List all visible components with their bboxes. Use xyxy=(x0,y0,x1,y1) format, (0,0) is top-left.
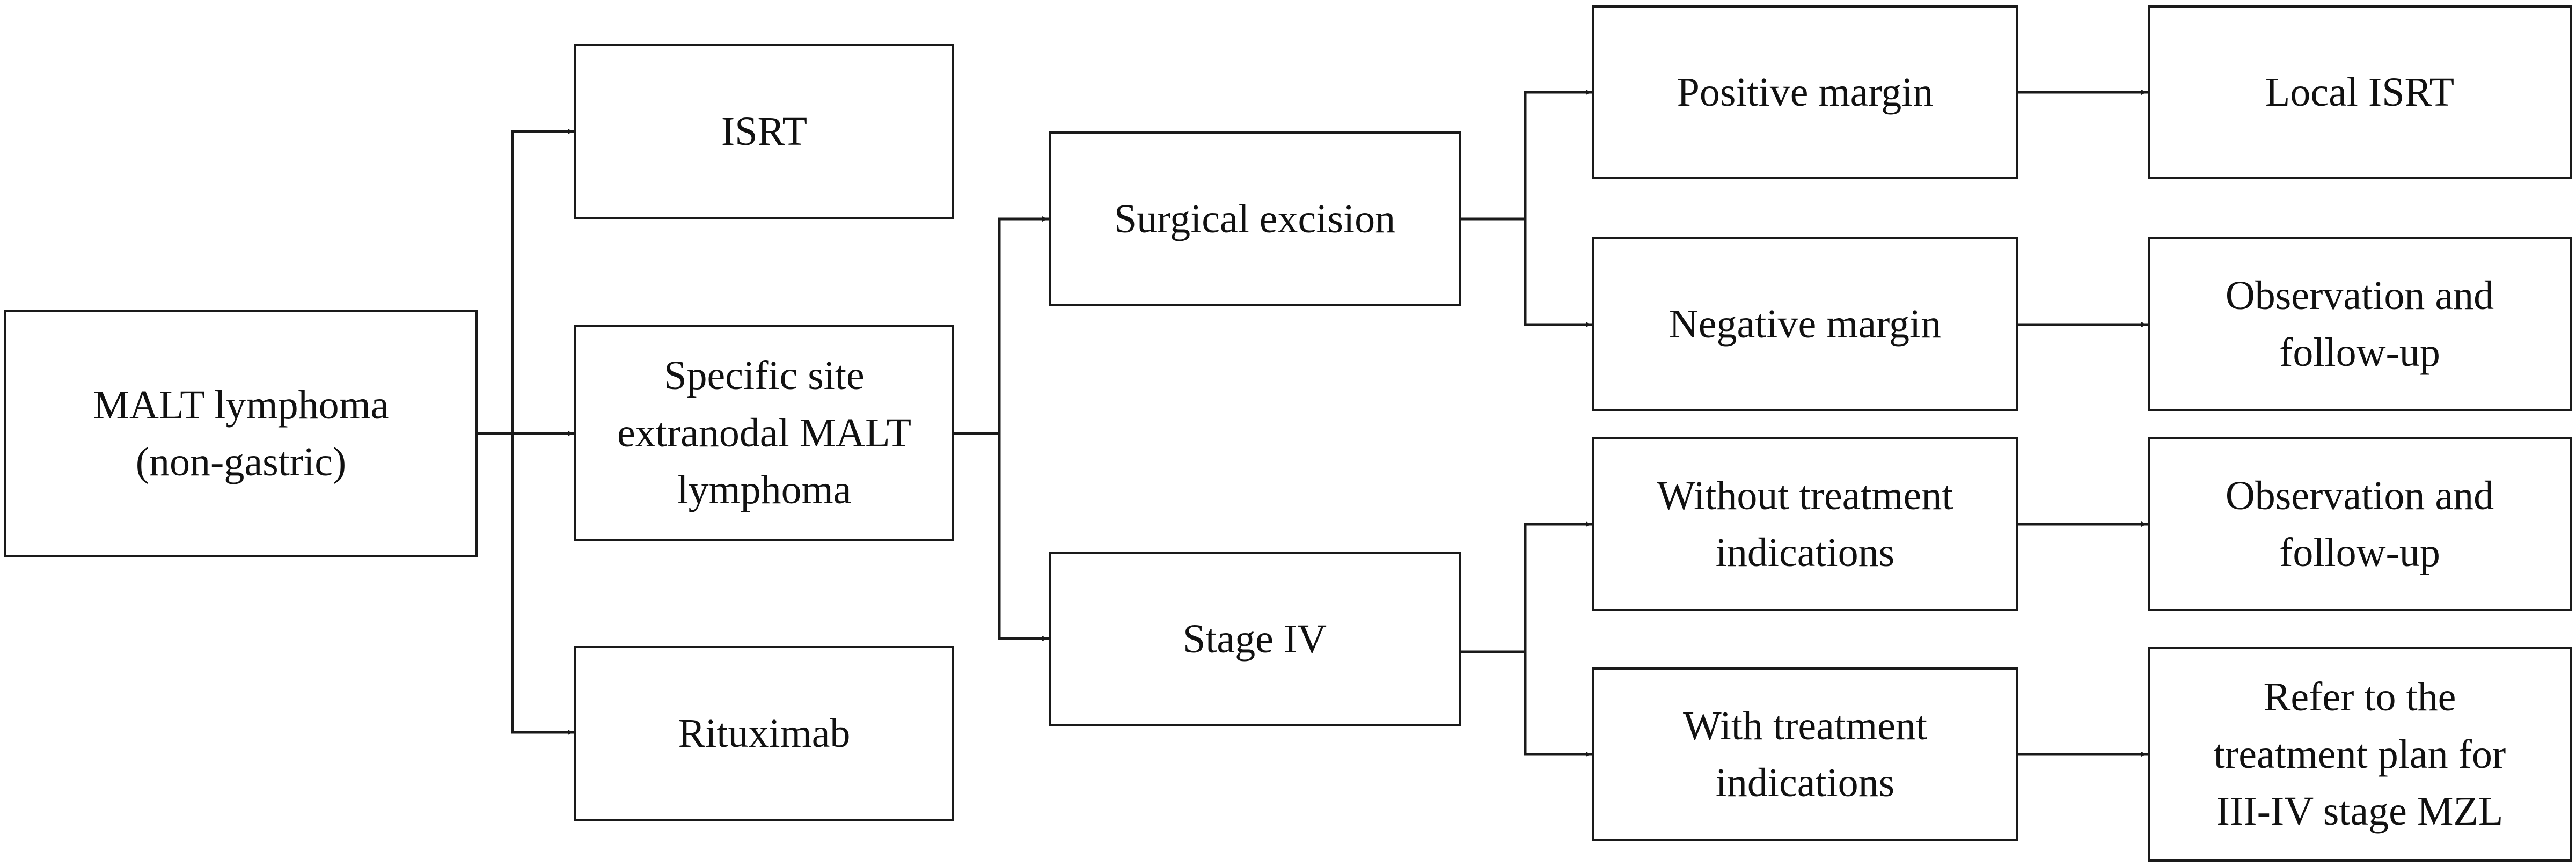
node-malt-lymphoma-label: MALT lymphoma (non-gastric) xyxy=(93,382,389,484)
edges-stage4 xyxy=(1459,524,1593,754)
node-with-treatment: With treatment indications xyxy=(1592,667,2018,841)
node-stage-iv: Stage IV xyxy=(1049,552,1461,726)
node-rituximab: Rituximab xyxy=(574,646,954,821)
node-specific-site-label: Specific site extranodal MALT lymphoma xyxy=(617,353,912,513)
node-refer-treatment-plan-label: Refer to the treatment plan for III-IV s… xyxy=(2213,674,2506,834)
node-without-treatment: Without treatment indications xyxy=(1592,437,2018,611)
node-specific-site: Specific site extranodal MALT lymphoma xyxy=(574,325,954,541)
node-observation-1-label: Observation and follow-up xyxy=(2225,273,2494,375)
edges-malt xyxy=(476,131,575,732)
edges-surgical xyxy=(1459,92,1593,325)
node-positive-margin: Positive margin xyxy=(1592,5,2018,179)
node-observation-2: Observation and follow-up xyxy=(2148,437,2572,611)
node-without-treatment-label: Without treatment indications xyxy=(1657,473,1953,575)
node-local-isrt-label: Local ISRT xyxy=(2265,69,2455,115)
node-rituximab-label: Rituximab xyxy=(678,710,851,756)
edges-outcomes xyxy=(2016,92,2148,754)
node-surgical-excision: Surgical excision xyxy=(1049,131,1461,306)
node-isrt-label: ISRT xyxy=(721,108,808,154)
node-stage-iv-label: Stage IV xyxy=(1182,616,1327,662)
node-negative-margin-label: Negative margin xyxy=(1668,301,1942,347)
node-with-treatment-label: With treatment indications xyxy=(1683,703,1927,805)
node-observation-1: Observation and follow-up xyxy=(2148,237,2572,411)
node-observation-2-label: Observation and follow-up xyxy=(2225,473,2494,575)
node-isrt: ISRT xyxy=(574,44,954,219)
node-positive-margin-label: Positive margin xyxy=(1677,69,1934,115)
node-negative-margin: Negative margin xyxy=(1592,237,2018,411)
node-local-isrt: Local ISRT xyxy=(2148,5,2572,179)
node-refer-treatment-plan: Refer to the treatment plan for III-IV s… xyxy=(2148,647,2572,862)
node-surgical-excision-label: Surgical excision xyxy=(1114,196,1396,241)
node-malt-lymphoma: MALT lymphoma (non-gastric) xyxy=(4,310,478,557)
edges-specific xyxy=(953,219,1049,638)
